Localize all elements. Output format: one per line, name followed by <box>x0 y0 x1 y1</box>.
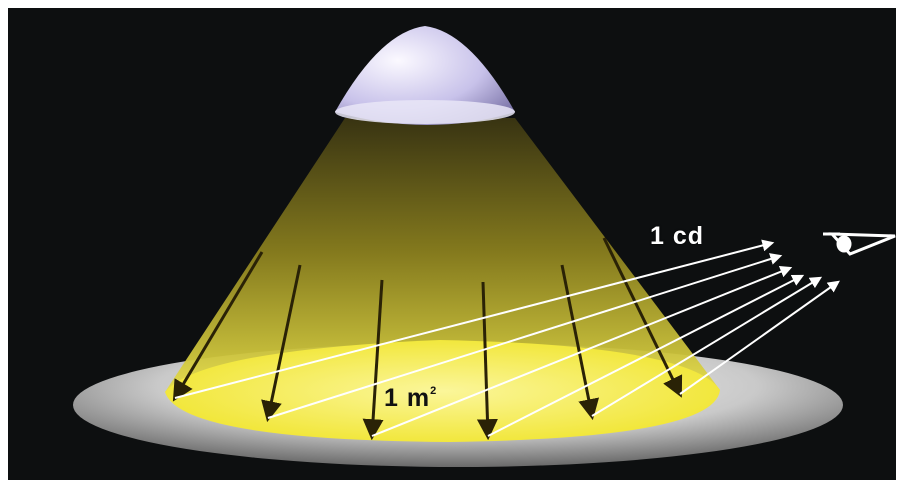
ray <box>362 279 384 441</box>
sight-line <box>174 239 775 399</box>
eye-icon <box>823 232 896 256</box>
ray <box>172 251 264 402</box>
sight-line <box>371 266 793 437</box>
sight-line <box>679 280 840 395</box>
sight-line <box>487 274 805 437</box>
light-cone <box>165 118 720 416</box>
ray <box>560 264 600 421</box>
sight-line <box>591 276 823 417</box>
rays <box>172 237 683 441</box>
sight-line <box>267 253 783 419</box>
lamp-icon <box>335 26 515 125</box>
area-label: 1 m2 <box>384 384 437 413</box>
ray <box>476 281 498 441</box>
area-label-exponent: 2 <box>430 385 438 397</box>
area-label-base: 1 m <box>384 384 431 412</box>
sight-lines <box>174 239 840 437</box>
ray <box>602 237 683 398</box>
intensity-label: 1 cd <box>650 222 705 250</box>
ray <box>261 264 302 423</box>
